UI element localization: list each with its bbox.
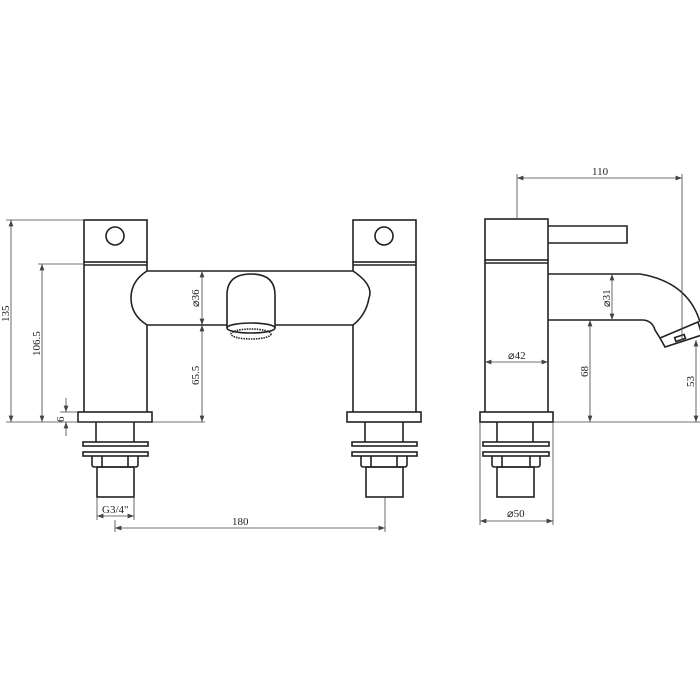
handle-cap-icon — [374, 226, 394, 246]
dim-bridge-diameter: ⌀36 — [190, 289, 202, 307]
dimension-lines-side — [479, 174, 700, 525]
front-view: 135 106.5 6 ⌀36 65.5 G3/4" 180 — [0, 219, 422, 532]
spout-front — [226, 273, 276, 340]
dim-projection: 110 — [592, 166, 609, 178]
side-view: 110 ⌀31 ⌀42 68 53 ⌀50 — [479, 166, 700, 525]
dim-body-diameter: ⌀42 — [508, 350, 526, 362]
bridge — [130, 270, 371, 326]
side-body — [479, 218, 628, 498]
dim-thread: G3/4" — [102, 504, 129, 516]
dim-base-thickness: 6 — [55, 416, 67, 422]
right-tap — [346, 219, 422, 498]
spout-side — [548, 273, 700, 348]
lever-handle — [548, 225, 628, 244]
dim-spout-outlet-height: 65.5 — [190, 365, 202, 385]
dimension-lines-front — [6, 219, 386, 532]
dim-centres: 180 — [232, 516, 249, 528]
dim-outlet-height: 53 — [685, 376, 697, 388]
dim-spout-underside-height: 68 — [579, 366, 591, 378]
handle-cap-icon — [105, 226, 125, 246]
left-tap — [77, 219, 153, 498]
dim-spout-diameter: ⌀31 — [601, 289, 613, 307]
dim-total-height: 135 — [0, 305, 12, 322]
dim-spout-top-height: 106.5 — [31, 331, 43, 356]
dim-base-diameter: ⌀50 — [507, 508, 525, 520]
